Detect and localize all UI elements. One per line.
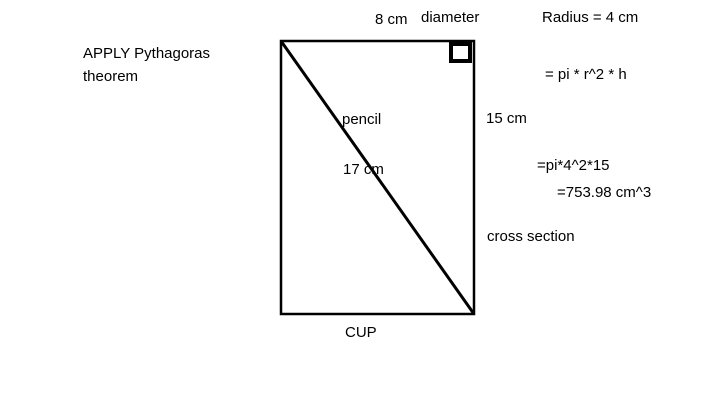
volume-formula: = pi * r^2 * h [545, 66, 627, 83]
apply-note-line2: theorem [83, 68, 139, 85]
right-angle-marker [449, 42, 472, 63]
top-width-label: 8 cm [375, 11, 408, 28]
volume-substitution: =pi*4^2*15 [537, 157, 610, 174]
radius-label: Radius = 4 cm [542, 9, 639, 26]
diagonal-length-label: 17 cm [343, 161, 384, 178]
height-label: 15 cm [486, 110, 527, 127]
pencil-diagonal-line [279, 40, 476, 315]
volume-result: =753.98 cm^3 [557, 184, 652, 201]
pencil-label: pencil [342, 111, 382, 128]
cross-section-label: cross section [487, 228, 575, 245]
cup-label: CUP [345, 324, 377, 341]
diameter-label: diameter [421, 9, 480, 26]
apply-note-line1: APPLY Pythagoras [83, 45, 211, 62]
cup-rectangle [279, 39, 476, 316]
